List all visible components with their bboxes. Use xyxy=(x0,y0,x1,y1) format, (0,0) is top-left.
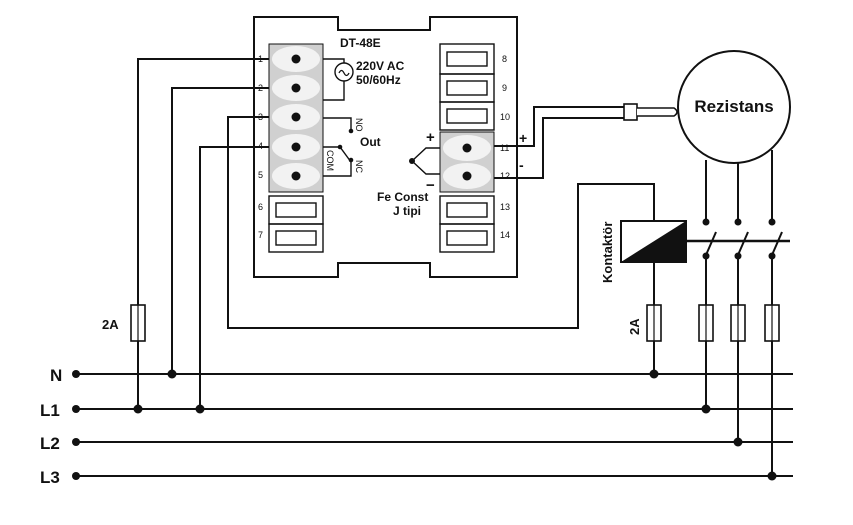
thermocouple-symbol xyxy=(409,147,440,175)
supply-frequency: 50/60Hz xyxy=(356,73,401,87)
wire-terminal-3-coil xyxy=(227,116,655,329)
line-l1-label: L1 xyxy=(40,401,60,420)
terminal-dot-4 xyxy=(291,142,301,152)
terminal-dot-2 xyxy=(291,83,301,93)
contactor-coil xyxy=(620,220,687,263)
svg-text:11: 11 xyxy=(500,143,509,153)
thermocouple-probe xyxy=(623,103,678,121)
wire-terminal-4-l1 xyxy=(199,146,269,409)
terminal-8 xyxy=(439,43,495,75)
terminal-6 xyxy=(268,195,324,225)
terminal-13 xyxy=(439,195,495,225)
line-n-label: N xyxy=(50,366,62,385)
svg-text:10: 10 xyxy=(500,112,510,122)
terminal-10 xyxy=(439,101,495,131)
line-l3-label: L3 xyxy=(40,468,60,487)
com-label: COM xyxy=(325,150,335,171)
svg-text:12: 12 xyxy=(500,171,510,181)
left-terminals xyxy=(272,46,320,189)
left-terminal-block xyxy=(268,43,324,253)
terminal-14 xyxy=(439,223,495,253)
svg-text:8: 8 xyxy=(502,54,507,64)
probe-minus-label: - xyxy=(519,157,524,173)
wire-terminal-2-n xyxy=(171,87,269,374)
ac-supply-symbol xyxy=(323,58,354,101)
supply-voltage: 220V AC xyxy=(356,59,405,73)
contactor-label: Kontaktör xyxy=(600,222,615,283)
right-terminal-block xyxy=(439,43,495,253)
svg-text:6: 6 xyxy=(258,202,263,212)
no-label: NO xyxy=(354,118,364,132)
svg-text:9: 9 xyxy=(502,83,507,93)
device-housing xyxy=(253,16,518,278)
main-contacts xyxy=(698,150,783,476)
heater-circle xyxy=(677,50,791,164)
probe-plus-label: + xyxy=(519,130,527,146)
control-fuse-label: 2A xyxy=(102,317,119,332)
sensor-type-line2: J tipi xyxy=(393,204,421,218)
sensor-type-line1: Fe Const xyxy=(377,190,428,204)
line-l2-label: L2 xyxy=(40,434,60,453)
coil-fuse-label: 2A xyxy=(627,318,642,335)
terminal-dot-5 xyxy=(291,171,301,181)
supply-lines xyxy=(72,369,793,481)
terminal-9 xyxy=(439,73,495,103)
probe-wire-plus xyxy=(494,106,624,147)
tc-minus: − xyxy=(426,177,435,194)
relay-contacts-symbol xyxy=(323,117,354,177)
svg-text:5: 5 xyxy=(258,170,263,180)
heater-label: Rezistans xyxy=(694,97,773,116)
svg-text:7: 7 xyxy=(258,230,263,240)
right-pin-numbers: 8 9 10 11 12 13 14 xyxy=(500,54,510,240)
terminal-dot-3 xyxy=(291,112,301,122)
device-model: DT-48E xyxy=(340,36,381,50)
nc-label: NC xyxy=(354,160,364,173)
relay-out-label: Out xyxy=(360,135,381,149)
probe-wire-minus xyxy=(494,117,624,179)
terminal-7 xyxy=(268,223,324,253)
wire-terminal-1-l1 xyxy=(137,58,269,409)
tc-plus: + xyxy=(426,129,435,146)
svg-text:14: 14 xyxy=(500,230,510,240)
terminal-dot-1 xyxy=(291,54,301,64)
svg-text:13: 13 xyxy=(500,202,510,212)
